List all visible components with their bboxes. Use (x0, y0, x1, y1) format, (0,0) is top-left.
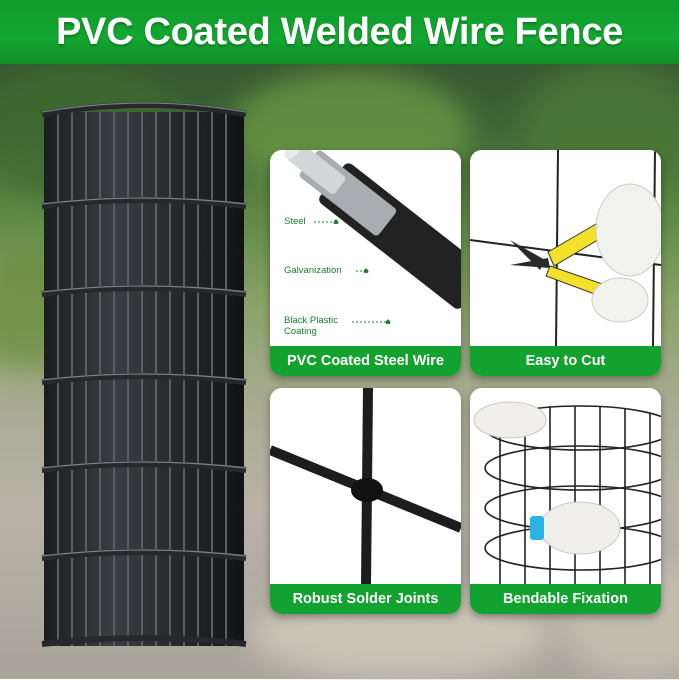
wire-cutter-image (470, 150, 661, 346)
caption-easy-to-cut: Easy to Cut (470, 346, 661, 376)
wire-cross-section-image (270, 150, 461, 346)
bending-fence-image (470, 388, 661, 584)
feature-card-solder-joints: Robust Solder Joints (270, 388, 461, 614)
fence-roll-image (41, 102, 247, 647)
feature-card-easy-to-cut: Easy to Cut (470, 150, 661, 376)
label-leader-lines (314, 219, 391, 325)
solder-joint-image (270, 388, 461, 584)
label-black-plastic-coating: Black Plastic Coating (284, 315, 338, 337)
caption-steel-wire: PVC Coated Steel Wire (270, 346, 461, 376)
feature-card-steel-wire: Steel Galvanization Black Plastic Coatin… (270, 150, 461, 376)
title-banner: PVC Coated Welded Wire Fence (0, 0, 679, 64)
page-title: PVC Coated Welded Wire Fence (55, 10, 624, 53)
label-steel: Steel (284, 216, 306, 227)
label-galvanization: Galvanization (284, 265, 342, 276)
feature-card-bendable: Bendable Fixation (470, 388, 661, 614)
caption-bendable: Bendable Fixation (470, 584, 661, 614)
caption-solder-joints: Robust Solder Joints (270, 584, 461, 614)
